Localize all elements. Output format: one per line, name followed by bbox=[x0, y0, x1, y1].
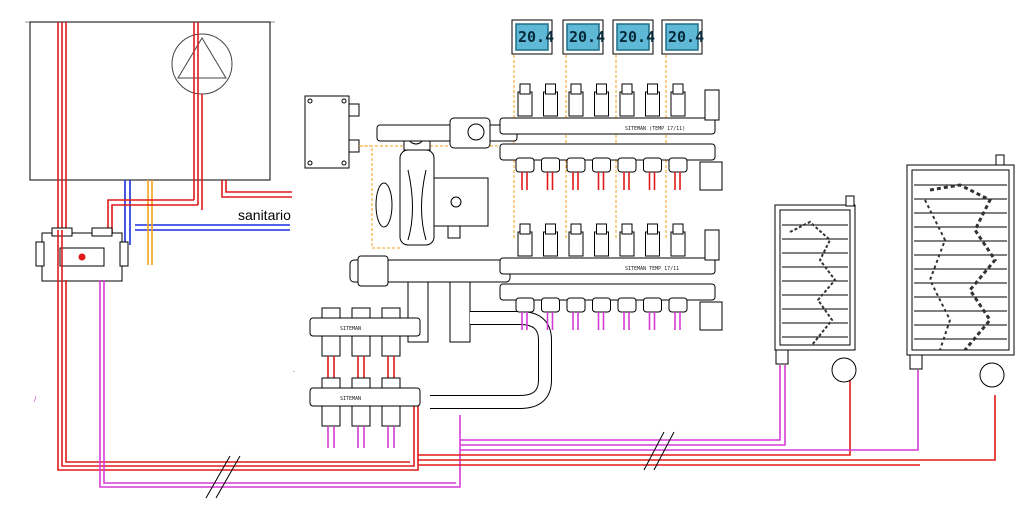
thermostat-reading: 20.4 bbox=[668, 28, 704, 46]
manifold-tag: SITEMAN bbox=[340, 396, 361, 402]
sanitary-label: sanitario bbox=[238, 207, 291, 223]
thermostat-2: 20.4 bbox=[562, 19, 605, 55]
radiator-manifold-valve bbox=[351, 377, 371, 448]
radiator-manifold-top: SITEMAN bbox=[309, 307, 421, 378]
radiator-valve-icon bbox=[979, 362, 1005, 388]
manifold-valve bbox=[617, 223, 637, 330]
manifold-valve bbox=[592, 223, 611, 330]
lower-floor-manifold: SITEMAN TEMP 17/11 bbox=[499, 223, 723, 331]
manifold-valve bbox=[566, 223, 586, 330]
radiator-manifold-valve bbox=[321, 377, 341, 448]
radiator-manifold-bottom: SITEMAN bbox=[309, 377, 421, 448]
gas-pipe bbox=[147, 180, 153, 265]
thermostat-reading: 20.4 bbox=[569, 28, 605, 46]
manifold-tag: SITEMAN bbox=[340, 326, 361, 332]
hydraulic-separator bbox=[35, 227, 129, 282]
pump-mixing-group bbox=[349, 117, 552, 409]
thermostat-1: 20.4 bbox=[511, 19, 554, 55]
tick-mark: / bbox=[34, 395, 37, 404]
dot-mark: . bbox=[293, 368, 295, 374]
junction-box bbox=[304, 95, 360, 169]
cold-water-pipe bbox=[124, 180, 290, 245]
thermostat-row: 20.4 20.4 20.4 20.4 bbox=[511, 19, 704, 55]
radiator-manifold-valve bbox=[351, 307, 371, 378]
towel-radiator-large bbox=[906, 154, 1015, 388]
radiator-manifold-valve bbox=[381, 377, 401, 448]
thermostat-reading: 20.4 bbox=[619, 28, 655, 46]
manifold-valve bbox=[643, 223, 662, 330]
boiler: sanitario bbox=[25, 21, 292, 265]
radiator-manifold-valve bbox=[321, 307, 341, 378]
main-distribution-pipes bbox=[57, 230, 996, 488]
thermostat-reading: 20.4 bbox=[518, 28, 554, 46]
thermostat-3: 20.4 bbox=[612, 19, 655, 55]
radiator-valve-icon bbox=[831, 357, 857, 383]
manifold-valve bbox=[668, 223, 688, 330]
thermostat-4: 20.4 bbox=[661, 19, 704, 55]
upper-floor-manifold: SITEMAN (TEMP 17/11) bbox=[499, 83, 723, 191]
manifold-valve bbox=[515, 223, 535, 330]
manifold-valve bbox=[592, 83, 611, 190]
manifold-valve bbox=[541, 83, 560, 190]
manifold-valve bbox=[566, 83, 586, 190]
manifold-valve bbox=[643, 83, 662, 190]
manifold-tag: SITEMAN (TEMP 17/11) bbox=[625, 126, 685, 132]
pipe-break-marks bbox=[205, 431, 675, 499]
manifold-valve bbox=[617, 83, 637, 190]
towel-radiator-small bbox=[774, 195, 857, 383]
radiator-manifold-valve bbox=[381, 307, 401, 378]
manifold-valve bbox=[515, 83, 535, 190]
manifold-valve bbox=[541, 223, 560, 330]
manifold-valve bbox=[668, 83, 688, 190]
manifold-tag: SITEMAN TEMP 17/11 bbox=[625, 266, 679, 272]
